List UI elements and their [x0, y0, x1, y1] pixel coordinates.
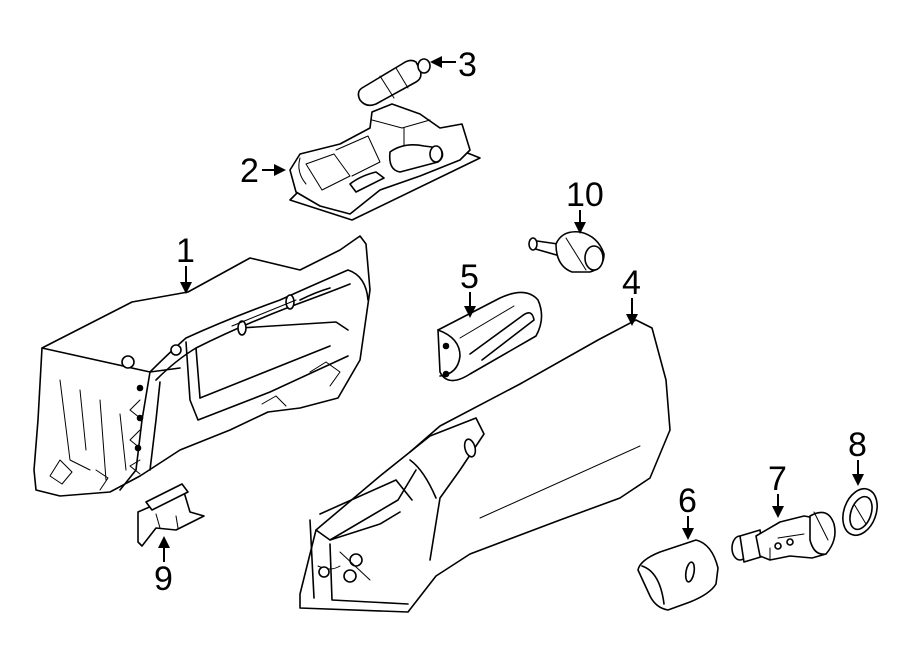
callout-9: 9	[154, 536, 173, 598]
callout-6-label: 6	[678, 482, 697, 520]
callout-1: 1	[176, 232, 195, 294]
callout-1-label: 1	[176, 232, 195, 270]
part-4-panel	[299, 319, 671, 613]
callout-7: 7	[768, 460, 787, 518]
callout-10: 10	[566, 176, 604, 234]
callout-3-label: 3	[458, 46, 477, 84]
part-6-button	[637, 539, 719, 611]
callout-5-label: 5	[460, 258, 479, 296]
part-1-glove-box	[33, 235, 371, 497]
callout-5: 5	[460, 258, 479, 318]
part-9-latch	[137, 483, 205, 547]
callout-6: 6	[678, 482, 697, 540]
callout-4: 4	[622, 264, 641, 326]
part-7-lock-cylinder	[731, 511, 836, 563]
part-3-bulb	[357, 58, 431, 107]
callout-4-label: 4	[622, 264, 641, 302]
part-8-cap	[842, 487, 878, 537]
callout-2: 2	[240, 152, 286, 190]
callout-10-label: 10	[566, 176, 604, 214]
callout-8: 8	[848, 426, 867, 486]
part-2-lamp-housing	[289, 103, 481, 221]
callout-8-label: 8	[848, 426, 867, 464]
callout-9-label: 9	[154, 560, 173, 598]
part-10-knob	[528, 230, 605, 273]
part-5-handle	[437, 291, 543, 382]
callout-3: 3	[430, 46, 477, 84]
callout-2-label: 2	[240, 152, 259, 190]
callout-7-label: 7	[768, 460, 787, 498]
